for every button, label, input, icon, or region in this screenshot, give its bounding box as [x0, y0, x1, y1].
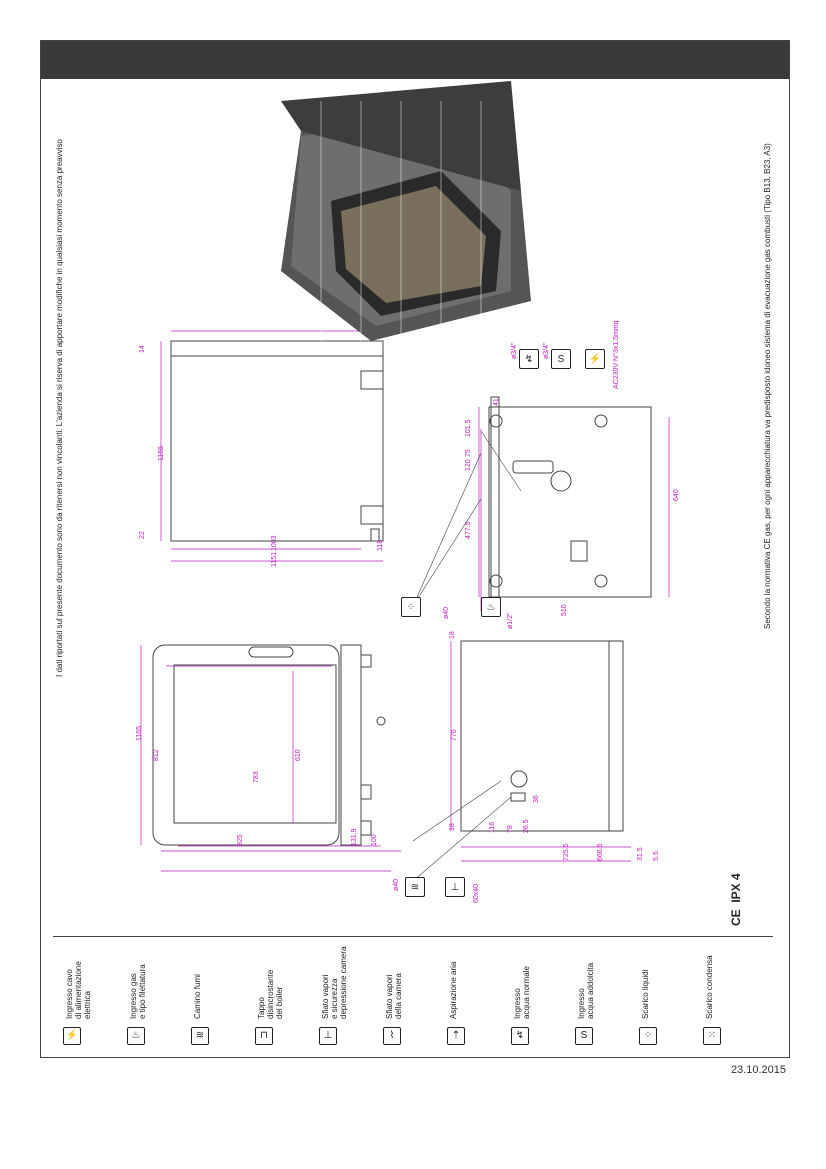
steam-vent-safety-icon: ⊥: [319, 1027, 337, 1045]
dim-36: 36: [533, 795, 540, 803]
dim-116: 116: [489, 821, 496, 833]
gas-flame-icon: ♨: [127, 1027, 145, 1045]
steam-vent-safety-icon: ⊥: [445, 877, 465, 897]
dim-60x40: 60x40: [473, 883, 480, 903]
chimney-icon: ≋: [191, 1027, 209, 1045]
oven-3d-render: [281, 81, 531, 341]
dim-925: 925: [237, 834, 244, 846]
lightning-icon: ⚡: [585, 349, 605, 369]
legend-item: ⁙Scarico condensa: [693, 951, 753, 1051]
softened-water-icon: S: [551, 349, 571, 369]
document-date: 23.10.2015: [730, 1064, 786, 1076]
dim-phi34-water: ø3/4": [511, 342, 518, 360]
air-intake-icon: ⇡: [447, 1027, 465, 1045]
legend-divider: [53, 936, 773, 937]
water-inlet-icon: ↯: [511, 1027, 529, 1045]
legend-item: ⇡Aspirazione aria: [437, 951, 497, 1051]
dim-5-5: 5.5: [653, 851, 660, 861]
liquid-drain-icon: ⁘: [639, 1027, 657, 1045]
dim-phi-half-inch: ø1/2": [507, 612, 514, 630]
technical-drawing: [140, 81, 670, 882]
legend-item: ♨Ingresso gas e tipo filettatura: [117, 951, 177, 1051]
dim-glass-height: 610: [295, 749, 302, 761]
dim-31-5: 31.5: [637, 847, 644, 861]
descaling-plug-icon: ⊓: [255, 1027, 273, 1045]
dim-side-1165: 1165: [158, 445, 165, 461]
bottom-view: [460, 640, 624, 832]
condensate-drain-icon: ⁙: [703, 1027, 721, 1045]
dim-725-5: 725.5: [563, 843, 570, 861]
softened-water-icon: S: [575, 1027, 593, 1045]
dim-front-width: 1165: [136, 725, 143, 741]
legend-item: ⌇Sfiato vapori della camera: [373, 951, 433, 1051]
liquid-drain-icon: ⁘: [401, 597, 421, 617]
side-dims: [160, 330, 383, 562]
dim-side-1003: 1003: [271, 535, 278, 551]
dim-top-75: 75: [465, 449, 472, 457]
dim-phi34-soft: ø3/4": [543, 342, 550, 360]
steam-vent-icon: ⌇: [383, 1027, 401, 1045]
dim-26-5: 26.5: [523, 819, 530, 833]
floor-dims: [450, 641, 631, 862]
legend-item: ⊓Tappo disincrostante del boiler: [245, 951, 305, 1051]
legend-item: ⊥Sfiato vapori e sicurezza depressione c…: [309, 947, 369, 1051]
dim-78: 78: [507, 825, 514, 833]
lightning-icon: ⚡: [63, 1027, 81, 1045]
top-view: [488, 396, 652, 608]
dim-side-1151: 1151: [271, 551, 278, 567]
dim-100: 100: [371, 834, 378, 846]
power-spec: AC230V N°3x1.5mmq: [613, 320, 620, 389]
dim-top-120: 120: [465, 459, 472, 471]
dim-776: 776: [451, 729, 458, 741]
drawing-sheet: I dati riportati sul presente documento …: [40, 40, 790, 1058]
dim-top-477-5: 477.5: [465, 521, 472, 539]
dim-side-14: 14: [139, 345, 146, 353]
dim-top-101-5: 101.5: [465, 419, 472, 437]
dim-glass-width: 783: [253, 771, 260, 783]
dim-top-640: 640: [673, 489, 680, 501]
dim-front-height: 812: [153, 749, 160, 761]
dim-side-118: 118: [377, 539, 384, 551]
water-inlet-icon: ↯: [519, 349, 539, 369]
gas-flame-icon: ♨: [481, 597, 501, 617]
header-bar: [41, 41, 789, 79]
dim-131-9: 131.9: [351, 828, 358, 846]
leader-lines: [412, 430, 522, 882]
dim-top-510: 510: [561, 604, 568, 616]
front-dims: [140, 645, 401, 872]
dim-phi40-chimney: ø40: [393, 878, 400, 891]
legend-item: ↯Ingresso acqua normale: [501, 951, 561, 1051]
dim-18-top: 18: [449, 631, 456, 639]
dim-phi40-drain: ø40: [443, 606, 450, 619]
legend-item: ⁘Scarico liquidi: [629, 951, 689, 1051]
chimney-icon: ≋: [405, 877, 425, 897]
dim-18-bottom: 18: [449, 823, 456, 831]
front-view: [152, 644, 386, 846]
dim-top-41: 41: [493, 398, 500, 406]
legend-item: ≋Camino fumi: [181, 951, 241, 1051]
dim-666-5: 666.5: [597, 843, 604, 861]
side-view: [170, 340, 384, 542]
legend-item: ⚡Ingresso cavo di alimentazione elettric…: [53, 951, 113, 1051]
top-dims: [478, 407, 670, 611]
dim-side-22: 22: [139, 531, 146, 539]
